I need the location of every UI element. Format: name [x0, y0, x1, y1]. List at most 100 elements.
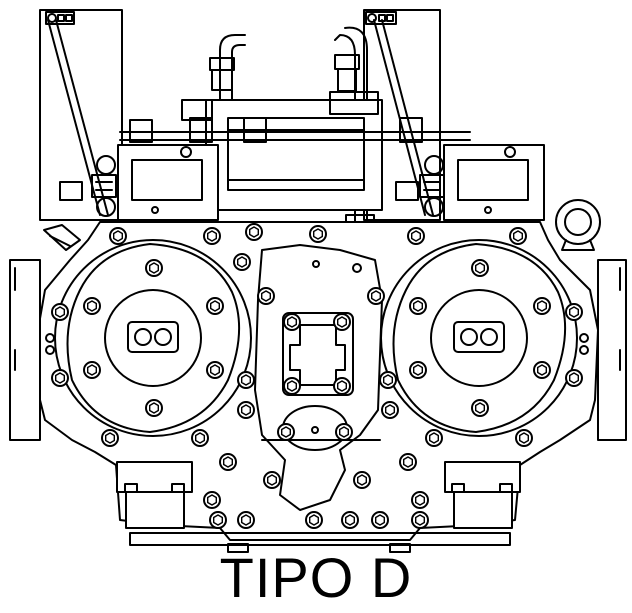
bolt-head: [533, 361, 551, 379]
bolt-hex: [385, 404, 395, 416]
bolt-head: [109, 227, 127, 245]
bolt-hex: [357, 474, 367, 486]
bolt-hex: [375, 514, 385, 526]
actuator-body: [119, 91, 471, 211]
bolt-hex: [339, 426, 349, 438]
bolt-hex: [537, 364, 547, 376]
bolt-head: [51, 369, 69, 387]
bolt-hex: [86, 364, 98, 376]
left-fitting: [43, 224, 81, 251]
bolt-head: [206, 297, 224, 315]
bolt-head: [51, 303, 69, 321]
left-pump-flange: [54, 239, 252, 437]
bolt-head: [283, 313, 301, 331]
bolt-head: [145, 399, 163, 417]
lifting-eye: [555, 199, 601, 251]
bolt-hex: [248, 226, 259, 238]
bolt-head: [533, 297, 551, 315]
bolt-head: [333, 377, 351, 395]
bolt-hex: [240, 404, 252, 416]
bolt-head: [206, 361, 224, 379]
bolt-head: [379, 371, 397, 389]
bolt-hex: [206, 494, 218, 506]
bolt-hex: [240, 374, 252, 386]
bolt-head: [565, 369, 583, 387]
bolt-head: [515, 429, 533, 447]
bolt-hex: [261, 290, 271, 302]
bolt-head: [237, 401, 255, 419]
bolt-hex: [86, 300, 98, 312]
lower-right-unit: [444, 461, 521, 529]
bolt-head: [335, 423, 353, 441]
bolt-hex: [236, 256, 248, 268]
left-valve-block: [59, 144, 219, 221]
bolt-head: [283, 377, 301, 395]
bolt-head: [409, 361, 427, 379]
bolt-hex: [337, 316, 347, 328]
bolt-hex: [287, 380, 297, 392]
bolt-head: [305, 511, 323, 529]
bolt-hex: [403, 456, 413, 468]
bolt-head: [471, 399, 489, 417]
bolt-head: [203, 227, 221, 245]
bolt-hex: [206, 230, 218, 242]
bolt-head: [411, 491, 429, 509]
bolt-head: [309, 225, 327, 243]
bolt-head: [425, 429, 443, 447]
bolt-head: [471, 259, 489, 277]
bolt-head: [237, 371, 255, 389]
bolt-head: [237, 511, 255, 529]
bolt-head: [371, 511, 389, 529]
bolt-hex: [281, 426, 291, 438]
bolt-head: [83, 297, 101, 315]
bolt-hex: [240, 514, 252, 526]
bolt-head: [411, 511, 429, 529]
bolt-head: [277, 423, 295, 441]
bolt-hex: [371, 290, 381, 302]
bolt-hex: [411, 230, 421, 242]
right-valve-block: [395, 144, 545, 221]
bolt-hex: [209, 364, 221, 376]
bolt-head: [263, 471, 281, 489]
bolt-hex: [309, 514, 319, 526]
bolt-head: [353, 471, 371, 489]
bolt-hex: [337, 380, 347, 392]
bolt-head: [409, 297, 427, 315]
bolt-head: [209, 511, 227, 529]
bolt-head: [83, 361, 101, 379]
bolt-head: [219, 453, 237, 471]
bolt-hex: [148, 262, 160, 274]
drawing-caption: TIPO D: [219, 546, 413, 609]
bolt-head: [399, 453, 417, 471]
bolt-hex: [519, 432, 529, 444]
bolt-hex: [222, 456, 234, 468]
bolt-hex: [475, 402, 485, 414]
central-manifold: [254, 244, 383, 511]
bolt-head: [245, 223, 263, 241]
bolt-hex: [287, 316, 297, 328]
bolt-hex: [413, 364, 423, 376]
bolt-head: [101, 429, 119, 447]
bolt-hex: [209, 300, 221, 312]
bolt-hex: [194, 432, 206, 444]
sight-holes: [45, 260, 589, 355]
bolt-hex: [537, 300, 547, 312]
upper-piping: [209, 26, 375, 264]
bolt-head: [565, 303, 583, 321]
bolt-head: [233, 253, 251, 271]
bolt-hex: [513, 230, 523, 242]
bolt-head: [191, 429, 209, 447]
bolt-head: [203, 491, 221, 509]
bolt-hex: [112, 230, 124, 242]
bolt-hex: [55, 306, 66, 318]
bolt-head: [367, 287, 385, 305]
bolt-hex: [415, 514, 425, 526]
bolt-hex: [569, 306, 579, 318]
lower-left-unit: [116, 461, 193, 529]
bolt-hex: [212, 514, 224, 526]
bolt-hex: [345, 514, 355, 526]
bolt-head: [381, 401, 399, 419]
bolt-hex: [104, 432, 116, 444]
bolt-hex: [148, 402, 160, 414]
